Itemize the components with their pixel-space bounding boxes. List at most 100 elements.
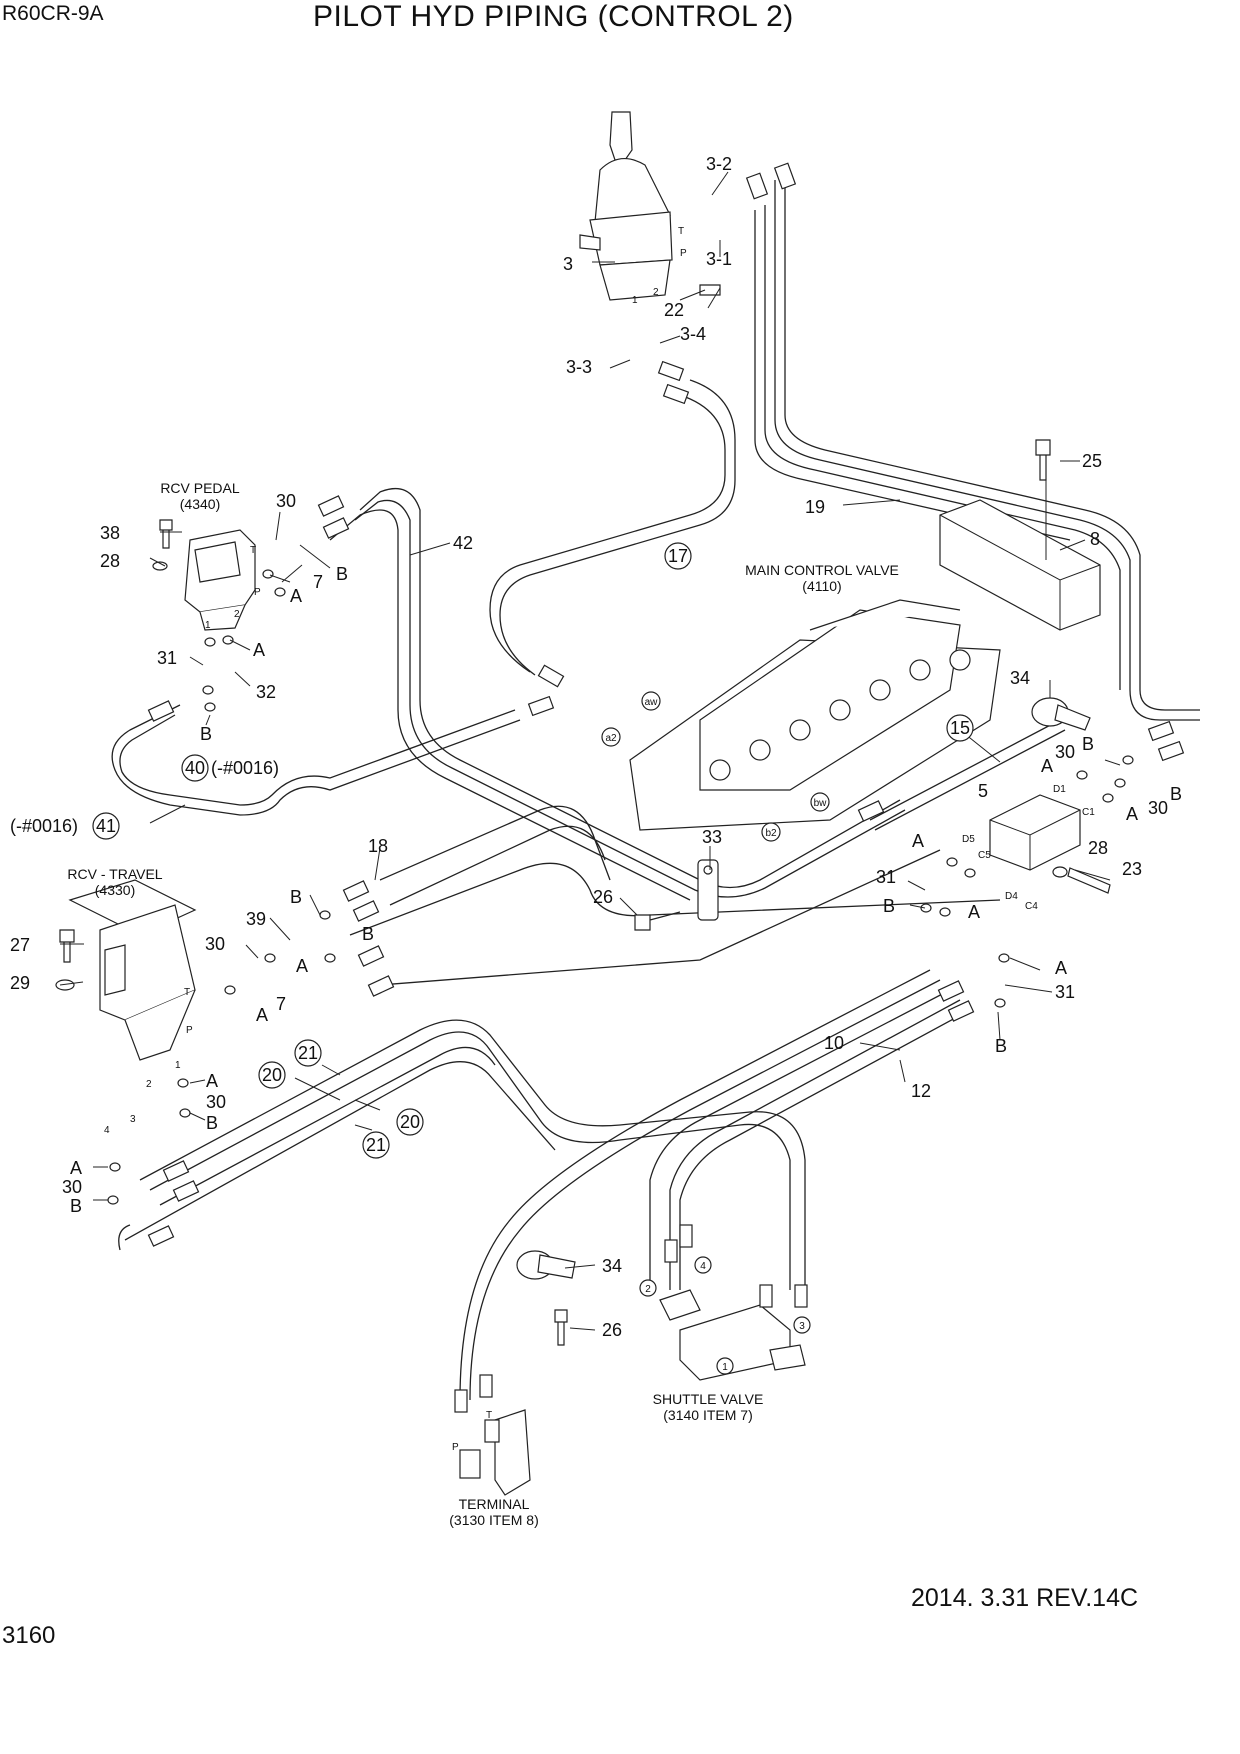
pipe-10-12 — [459, 969, 971, 1401]
callout-22: 22 — [664, 300, 684, 320]
pipe-18 — [349, 805, 1001, 986]
callout-7-pedal: 7 — [313, 572, 323, 592]
port-b2-circle — [761, 822, 781, 842]
callout-15-circle — [946, 714, 974, 742]
clamp-34-upper — [1031, 697, 1091, 731]
callout-30-travel: 30 — [205, 934, 225, 954]
rcv-pedal-ref: (4340) — [180, 496, 220, 512]
callout-28-block: 28 — [1088, 838, 1108, 858]
pipe-15 — [869, 719, 1066, 831]
callout-b-travel-2: B — [362, 924, 374, 944]
callout-3: 3 — [563, 254, 573, 274]
port-4-travel: 4 — [104, 1125, 110, 1136]
component-labels: RCV PEDAL (4340) MAIN CONTROL VALVE (411… — [67, 480, 898, 1528]
callout-27: 27 — [10, 935, 30, 955]
main-control-valve-label: MAIN CONTROL VALVE — [745, 562, 899, 578]
joystick-control — [579, 111, 673, 301]
callout-30-pedal: 30 — [276, 491, 296, 511]
callout-25: 25 — [1082, 451, 1102, 471]
port-2-pedal: 2 — [234, 609, 240, 620]
terminal-ref: (3130 ITEM 8) — [449, 1512, 538, 1528]
shuttle-valve-ref: (3140 ITEM 7) — [663, 1407, 752, 1423]
callout-34-lower: 34 — [602, 1256, 622, 1276]
callout-a-mid-2: A — [968, 902, 980, 922]
o-rings — [107, 569, 1134, 1205]
pipe-bundle-19 — [754, 180, 1200, 721]
callout-3-3: 3-3 — [566, 357, 592, 377]
callout-b-travel: B — [290, 887, 302, 907]
fittings — [147, 162, 1185, 1413]
callout-a-right: A — [1055, 958, 1067, 978]
port-3-travel: 3 — [130, 1114, 136, 1125]
callout-30-block-2: 30 — [1148, 798, 1168, 818]
port-aw-circle — [641, 691, 661, 711]
terminal-port-t: T — [486, 1410, 492, 1421]
port-c4: C4 — [1025, 901, 1038, 912]
callout-40-serial: (-#0016) — [211, 758, 279, 778]
port-bw: bw — [814, 798, 828, 809]
callout-21b-circle — [362, 1131, 390, 1159]
callout-19: 19 — [805, 497, 825, 517]
callout-21-circle — [294, 1039, 322, 1067]
rcv-pedal-label: RCV PEDAL — [160, 480, 240, 496]
port-d5: D5 — [962, 834, 975, 845]
callout-34-upper: 34 — [1010, 668, 1030, 688]
port-1-joystick: 1 — [632, 295, 638, 306]
port-c1: C1 — [1082, 807, 1095, 818]
shuttle-port-3: 3 — [799, 1321, 805, 1332]
rcv-travel-label: RCV - TRAVEL — [67, 866, 162, 882]
callout-40: 40 — [185, 758, 205, 778]
shuttle-port-1: 1 — [722, 1362, 728, 1373]
callout-17: 17 — [668, 546, 688, 566]
port-p-travel: P — [186, 1025, 193, 1036]
revision-date: 2014. 3.31 REV.14C — [911, 1584, 1139, 1612]
port-2-travel: 2 — [146, 1079, 152, 1090]
rcv-pedal-valve — [184, 529, 256, 631]
callout-23: 23 — [1122, 859, 1142, 879]
callout-b-lower-left: B — [70, 1196, 82, 1216]
clamp-34-lower — [516, 1250, 576, 1280]
terminal-port-p: P — [452, 1442, 459, 1453]
port-1-pedal: 1 — [205, 620, 211, 631]
callout-a-pedal: A — [290, 586, 302, 606]
pipe-20-21 — [118, 1019, 806, 1290]
callout-30-block: 30 — [1055, 742, 1075, 762]
callout-a-pedal-2: A — [253, 640, 265, 660]
callout-38: 38 — [100, 523, 120, 543]
bolts — [55, 284, 1111, 1346]
callout-18: 18 — [368, 836, 388, 856]
rcv-travel-ref: (4330) — [95, 882, 135, 898]
port-p-pedal: P — [254, 587, 261, 598]
port-bw-circle — [810, 792, 830, 812]
shuttle-port-3-circle — [793, 1316, 811, 1334]
callout-7-travel: 7 — [276, 994, 286, 1014]
callout-8: 8 — [1090, 529, 1100, 549]
pipe-17 — [489, 379, 736, 676]
callout-3-4: 3-4 — [680, 324, 706, 344]
port-b2: b2 — [765, 828, 777, 839]
callout-12: 12 — [911, 1081, 931, 1101]
shuttle-port-2-circle — [639, 1279, 657, 1297]
port-t-travel: T — [184, 987, 190, 998]
callout-20b-circle — [396, 1108, 424, 1136]
callout-a-lower-left: A — [70, 1158, 82, 1178]
callout-a-travel: A — [296, 956, 308, 976]
callout-a-mid: A — [912, 831, 924, 851]
callout-15: 15 — [950, 718, 970, 738]
port-2-joystick: 2 — [653, 287, 659, 298]
callout-21-bottom: 21 — [366, 1135, 386, 1155]
callout-20-circle — [258, 1061, 286, 1089]
callout-a-block-2: A — [1126, 804, 1138, 824]
model-number: R60CR-9A — [2, 2, 104, 25]
terminal-block — [459, 1409, 531, 1496]
shuttle-port-1-circle — [716, 1357, 734, 1375]
shuttle-valve-label: SHUTTLE VALVE — [653, 1391, 764, 1407]
port-c5: C5 — [978, 850, 991, 861]
callout-5: 5 — [978, 781, 988, 801]
callout-20-bottom: 20 — [400, 1112, 420, 1132]
callout-42: 42 — [453, 533, 473, 553]
callout-b-pedal-2: B — [200, 724, 212, 744]
callout-numbers: 3-2 3-1 3 22 3-4 3-3 25 19 8 17 42 30 7 … — [10, 154, 1182, 1340]
callout-40-circle — [181, 754, 209, 782]
port-aw: aw — [645, 697, 659, 708]
